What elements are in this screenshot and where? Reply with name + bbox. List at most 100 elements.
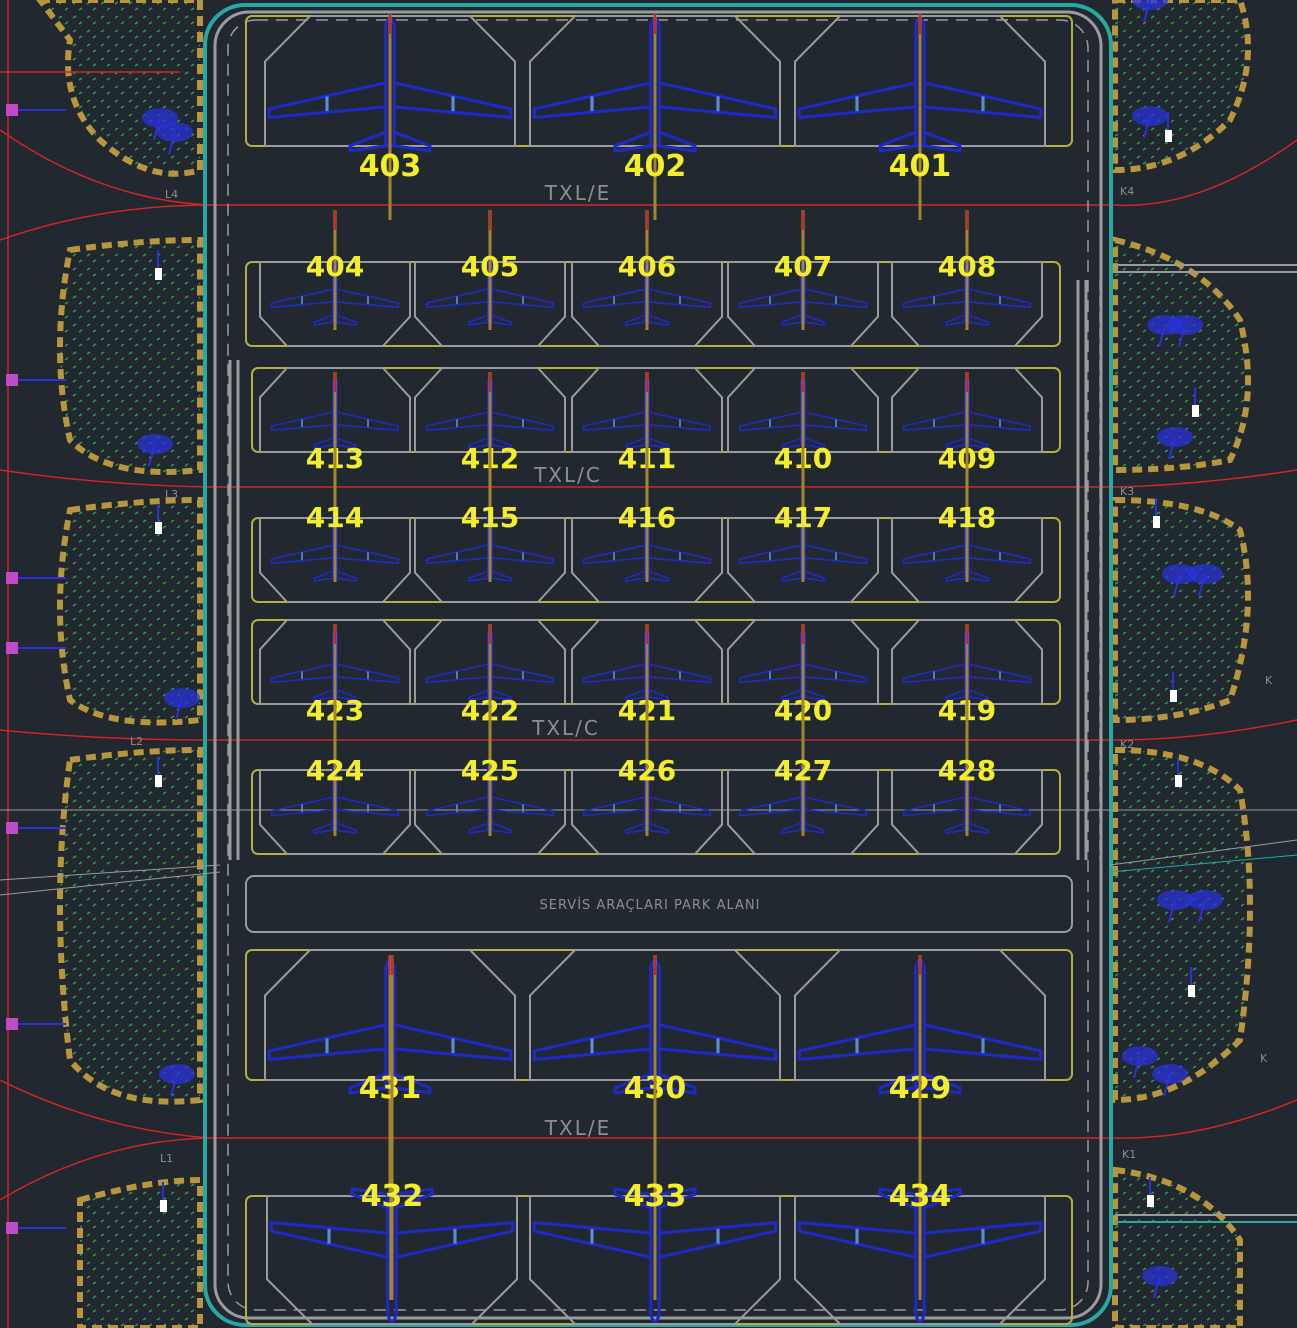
light-pole-icon — [1147, 1177, 1154, 1207]
tree-icon — [1157, 427, 1193, 460]
right-label-k3: K3 — [1120, 485, 1134, 498]
tree-icon — [1142, 1266, 1178, 1299]
stand-number-424: 424 — [306, 754, 364, 787]
stand-number-406: 406 — [618, 250, 676, 283]
stand-number-415: 415 — [461, 501, 519, 534]
light-pole-icon — [1153, 498, 1160, 528]
stand-number-408: 408 — [938, 250, 996, 283]
tree-icon — [1152, 1064, 1188, 1097]
survey-marker-icon — [6, 1222, 66, 1234]
stand-427: 427 — [727, 624, 879, 855]
service-parking-area: SERVİS ARAÇLARI PARK ALANI — [245, 875, 1073, 933]
taxiway-label-upper-mid: TXL/C — [533, 463, 602, 487]
stand-number-432: 432 — [361, 1179, 424, 1214]
aircraft-icon — [267, 17, 513, 153]
stand-408: 408 — [891, 210, 1043, 347]
survey-marker-icon — [6, 642, 66, 654]
left-label-l1: L1 — [160, 1152, 173, 1165]
stand-414: 414 — [259, 372, 411, 603]
stand-row-f: 424 425 426 427 428 — [251, 624, 1061, 855]
aircraft-icon — [267, 959, 513, 1095]
stand-number-414: 414 — [306, 501, 364, 534]
aircraft-icon — [738, 629, 868, 701]
stand-434: 434 — [794, 955, 1046, 1325]
stand-431: 431 — [264, 949, 516, 1300]
stand-406: 406 — [571, 210, 723, 347]
right-landscape-strip — [1112, 0, 1253, 1328]
right-label-k1: K1 — [1122, 1148, 1136, 1161]
stand-407: 407 — [727, 210, 879, 347]
tree-icon — [164, 688, 200, 721]
tree-icon — [1122, 1046, 1158, 1079]
stand-number-428: 428 — [938, 754, 996, 787]
side-labels: L4 L3 L2 L1 K4 K3 K2 K1 K K — [130, 185, 1273, 1165]
right-label-k4: K4 — [1120, 185, 1134, 198]
stand-number-403: 403 — [359, 149, 422, 184]
taxiway-labels: TXL/E TXL/C TXL/C TXL/E — [531, 181, 611, 1140]
stand-row-h: 432 433 434 — [245, 955, 1073, 1325]
left-label-l3: L3 — [165, 488, 178, 501]
stand-number-431: 431 — [359, 1071, 422, 1106]
right-label-k-a: K — [1265, 674, 1273, 687]
taxiway-label-top: TXL/E — [544, 181, 611, 205]
tree-icon — [1187, 890, 1223, 923]
stand-number-426: 426 — [618, 754, 676, 787]
aircraft-icon — [738, 377, 868, 449]
stand-433: 433 — [529, 955, 781, 1325]
aircraft-icon — [532, 17, 778, 153]
light-pole-icon — [1165, 112, 1172, 142]
aircraft-icon — [269, 1187, 515, 1323]
stand-row-b: 404 405 406 407 408 — [245, 210, 1061, 347]
stand-403: 403 — [264, 14, 516, 220]
tree-icon — [1162, 564, 1198, 597]
stand-424: 424 — [259, 624, 411, 855]
stand-426: 426 — [571, 624, 723, 855]
left-landscape-strip — [36, 0, 203, 1328]
survey-marker-icon — [6, 572, 66, 584]
aircraft-icon — [532, 1187, 778, 1323]
stand-405: 405 — [414, 210, 566, 347]
aircraft-icon — [797, 1187, 1043, 1323]
light-pole-icon — [160, 1182, 167, 1212]
stand-402: 402 — [529, 14, 781, 220]
stand-404: 404 — [259, 210, 411, 347]
tree-icon — [1132, 106, 1168, 139]
service-area-label: SERVİS ARAÇLARI PARK ALANI — [540, 897, 761, 913]
light-pole-icon — [155, 504, 162, 534]
tree-icon — [159, 1064, 195, 1097]
right-label-k2: K2 — [1120, 738, 1134, 751]
stand-number-417: 417 — [774, 501, 832, 534]
stand-number-404: 404 — [306, 250, 364, 283]
survey-marker-icon — [6, 1018, 66, 1030]
survey-marker-icon — [6, 822, 66, 834]
stand-number-433: 433 — [624, 1179, 687, 1214]
aircraft-icon — [797, 17, 1043, 153]
stand-number-434: 434 — [889, 1179, 952, 1214]
light-pole-icon — [1170, 672, 1177, 702]
stand-row-a: 403 402 401 — [245, 14, 1073, 220]
taxiway-label-bottom: TXL/E — [544, 1116, 611, 1140]
taxiway-label-lower-mid: TXL/C — [531, 716, 600, 740]
aircraft-icon — [738, 510, 868, 582]
light-pole-icon — [155, 250, 162, 280]
stand-417: 417 — [727, 372, 879, 603]
stand-425: 425 — [414, 624, 566, 855]
stand-number-401: 401 — [889, 149, 952, 184]
left-label-l4: L4 — [165, 188, 178, 201]
stand-number-418: 418 — [938, 501, 996, 534]
left-label-l2: L2 — [130, 735, 143, 748]
tree-icon — [1132, 0, 1168, 23]
stand-432: 432 — [266, 955, 518, 1325]
survey-marker-icon — [6, 104, 66, 116]
light-pole-icon — [155, 757, 162, 787]
markers-layer — [6, 0, 1223, 1299]
right-label-k-b: K — [1260, 1052, 1268, 1065]
stand-number-425: 425 — [461, 754, 519, 787]
aircraft-icon — [797, 959, 1043, 1095]
stand-number-407: 407 — [774, 250, 832, 283]
light-pole-icon — [1192, 387, 1199, 417]
tree-icon — [1187, 564, 1223, 597]
